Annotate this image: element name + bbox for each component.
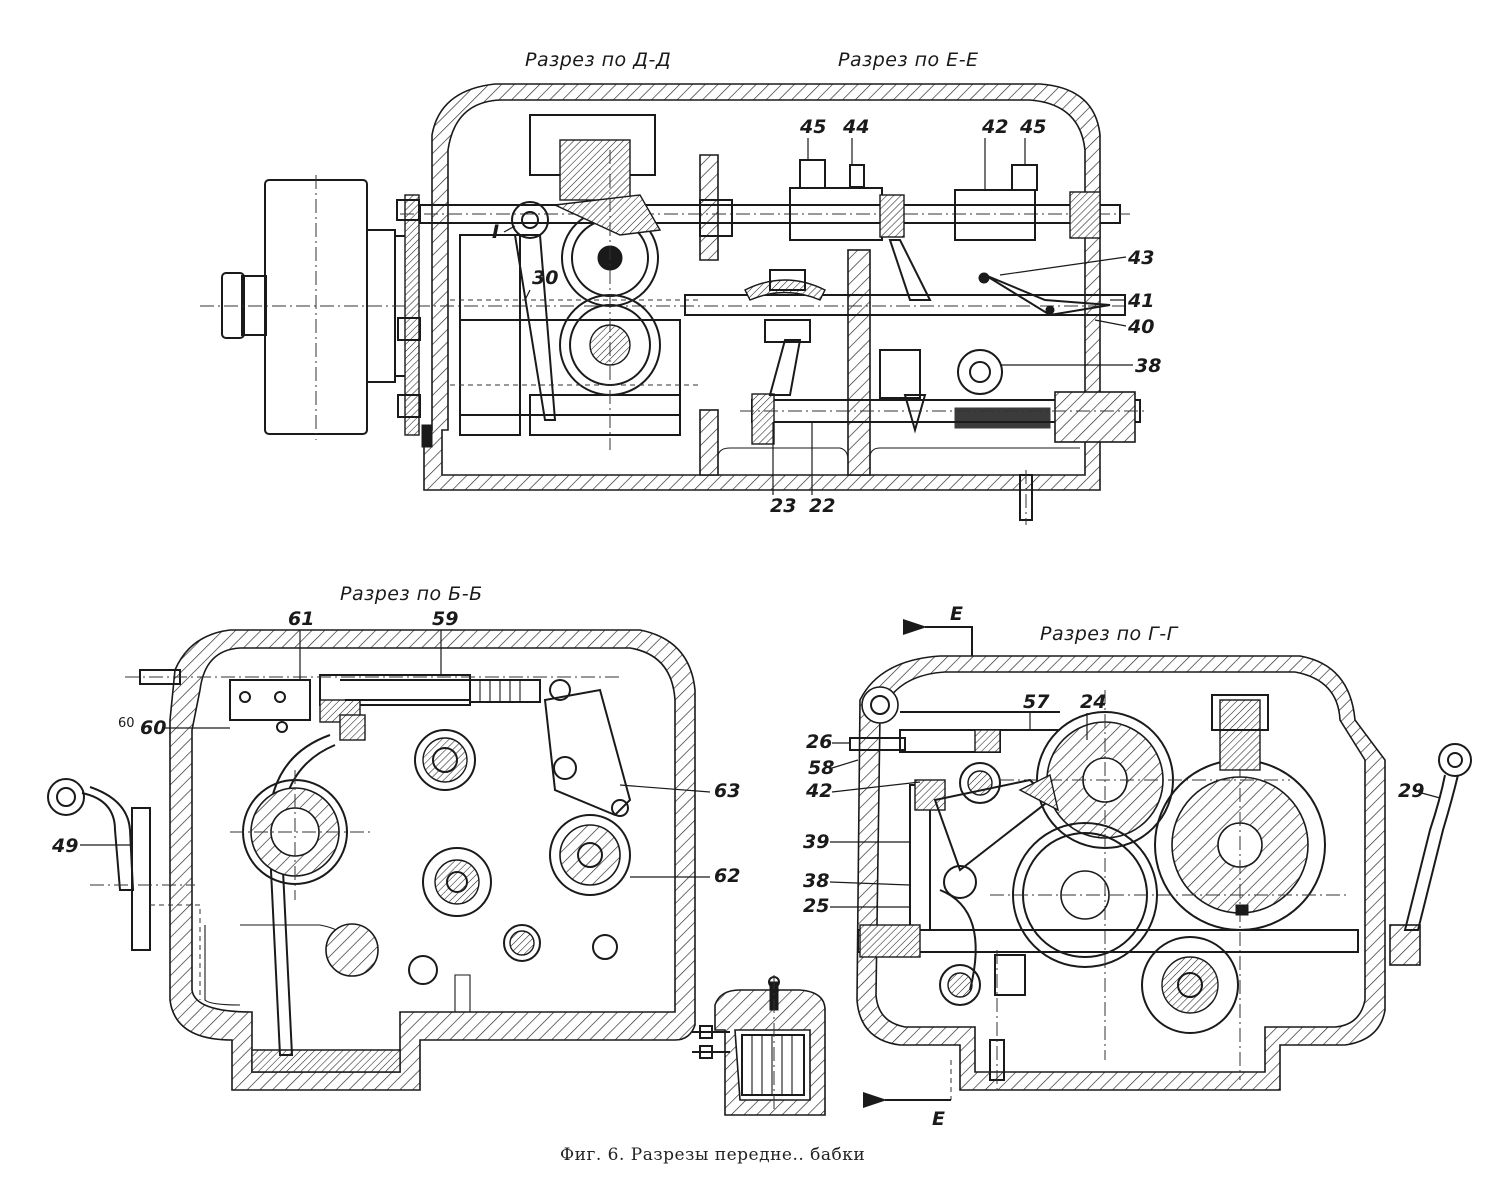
pivot-hole: [870, 695, 890, 715]
levers-gg: [849, 711, 1421, 1090]
shafts-bb: [230, 729, 631, 985]
label-42: 42: [981, 116, 1008, 138]
housing-rib: [699, 154, 719, 261]
figure-caption: Фиг. 6. Разрезы передне.. бабки: [560, 1145, 865, 1165]
label-41: 41: [1127, 290, 1154, 312]
housing-wall-bb: [169, 629, 696, 1091]
drive-pulley: [200, 175, 1130, 448]
oil-sump: [251, 1049, 401, 1073]
crank-handle-29: [1403, 743, 1472, 931]
oil-pipe: [267, 734, 336, 1056]
top-labels: 45 44 42 45 43 41 40 38 I 30 23 22: [492, 116, 1161, 517]
lever-pivot: [553, 756, 577, 780]
label-25: 25: [803, 895, 829, 917]
label-23: 23: [770, 495, 796, 517]
floor-pocket: [717, 447, 849, 470]
label-38: 38: [803, 870, 829, 892]
label-60-small: 60: [118, 716, 135, 731]
label-45: 45: [1019, 116, 1046, 138]
floor-pocket: [869, 447, 1080, 470]
section-title-dd: Разрез по Д-Д: [525, 49, 671, 71]
gg-labels: 57 24 26 58 42 39 38 25 29: [803, 691, 1441, 917]
label-I: I: [492, 221, 499, 243]
label-45: 45: [799, 116, 826, 138]
label-39: 39: [803, 831, 829, 853]
housing-wall-gg: [856, 655, 1386, 1091]
label-43: 43: [1127, 247, 1154, 269]
detail-pump: [692, 975, 826, 1116]
label-57: 57: [1023, 691, 1050, 713]
label-49: 49: [51, 835, 78, 857]
rod-59-assembly: [125, 669, 620, 741]
housing-rib: [699, 409, 719, 476]
bb-labels: 61 59 60 60 49 63 62: [51, 608, 740, 887]
label-40: 40: [1127, 316, 1154, 338]
label-24: 24: [1080, 691, 1106, 713]
lever-pin: [611, 799, 629, 817]
label-61: 61: [288, 608, 314, 630]
crank-handle-49: [47, 778, 201, 1000]
label-62: 62: [714, 865, 740, 887]
section-title-gg: Разрез по Г-Г: [1040, 623, 1179, 645]
label-38: 38: [1135, 355, 1161, 377]
label-29: 29: [1398, 780, 1424, 802]
svg-text:Е: Е: [932, 1108, 945, 1130]
housing-rib: [847, 249, 871, 476]
section-marker-e-bottom: Е: [863, 1060, 952, 1130]
lever-63: [543, 688, 632, 817]
inner-ledge: [454, 974, 471, 1012]
gears-gg: [939, 690, 1350, 1080]
label-26: 26: [806, 731, 832, 753]
section-title-bb: Разрез по Б-Б: [340, 583, 483, 605]
svg-text:Е: Е: [950, 603, 963, 625]
label-42: 42: [805, 780, 832, 802]
section-title-ee: Разрез по Е-Е: [838, 49, 979, 71]
gear-block: [450, 114, 700, 450]
label-30: 30: [532, 267, 558, 289]
housing-wall: [423, 83, 1101, 491]
top-section-view: Разрез по Д-Д Разрез по Е-Е: [200, 49, 1161, 525]
section-marker-e-top: Е: [903, 603, 973, 660]
lower-shaft: [740, 319, 1145, 445]
label-22: 22: [809, 495, 835, 517]
section-gg-view: Разрез по Г-Г Е Е: [803, 603, 1472, 1130]
label-60: 60: [140, 717, 166, 739]
section-bb-view: Разрез по Б-Б: [47, 583, 740, 1091]
label-44: 44: [842, 116, 869, 138]
label-63: 63: [714, 780, 740, 802]
label-59: 59: [432, 608, 458, 630]
upper-shaft: [400, 159, 1130, 241]
pivot-boss: [861, 686, 899, 724]
middle-shaft: [684, 239, 1126, 395]
label-58: 58: [808, 757, 834, 779]
